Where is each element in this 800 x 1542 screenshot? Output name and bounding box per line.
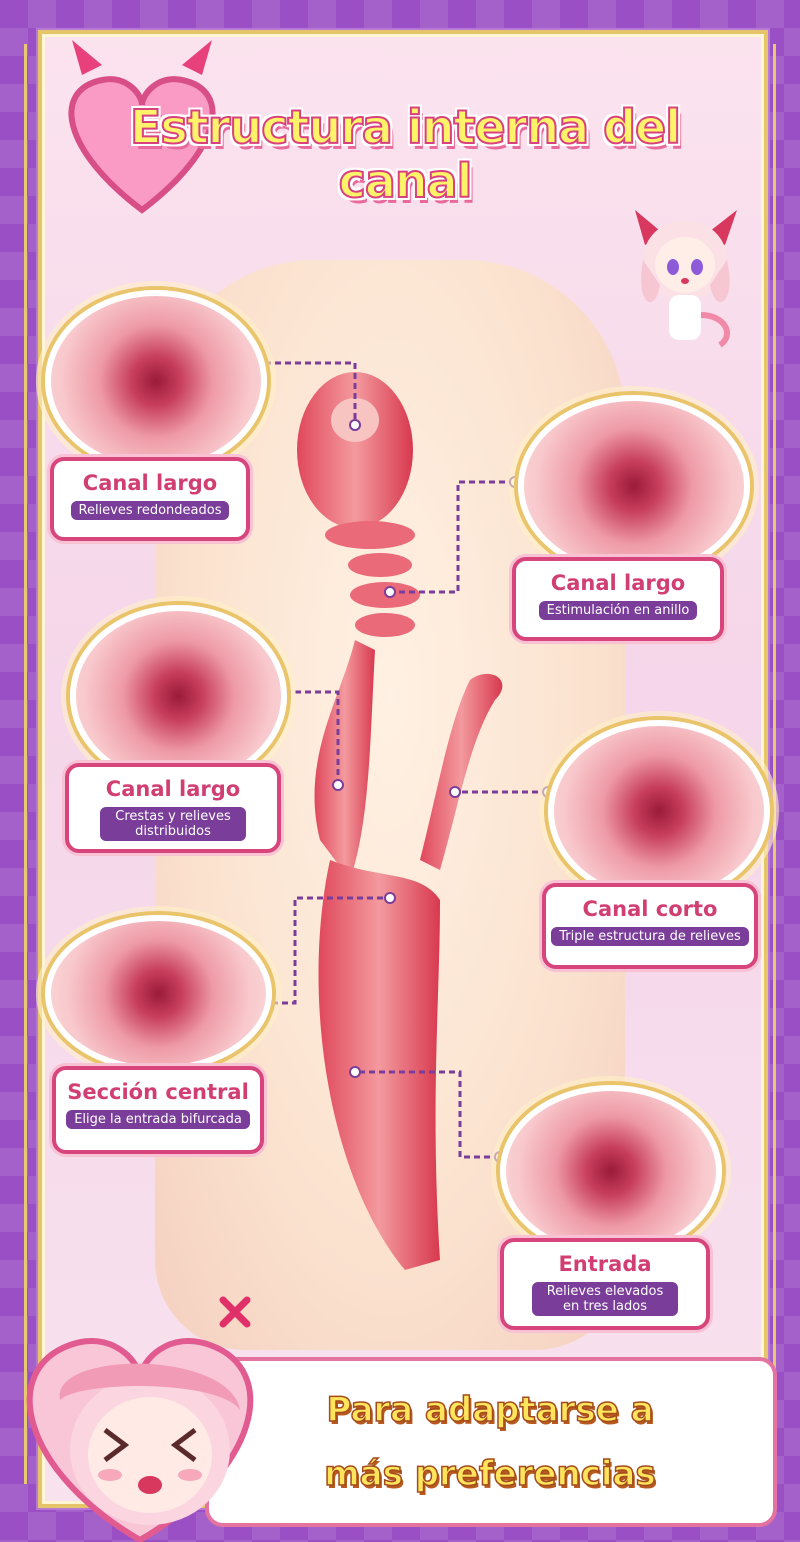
footer-line-1: Para adaptarse a — [326, 1389, 655, 1431]
label-title: Canal largo — [105, 777, 241, 801]
detail-image-canal-corto — [548, 720, 770, 902]
footer-text: Para adaptarse a más preferencias — [240, 1378, 740, 1506]
label-subtitle: Elige la entrada bifurcada — [66, 1110, 250, 1129]
frame-line — [24, 44, 27, 1484]
heart-icon — [68, 40, 216, 214]
label-canal-largo-1: Canal largo Relieves redondeados — [50, 457, 250, 541]
label-canal-largo-2: Canal largo Estimulación en anillo — [512, 557, 724, 641]
label-title: Entrada — [558, 1252, 652, 1276]
footer-box — [205, 1357, 777, 1527]
label-subtitle: Crestas y relieves distribuidos — [100, 807, 246, 841]
label-subtitle: Estimulación en anillo — [538, 601, 698, 620]
close-icon — [219, 1296, 251, 1328]
detail-image-canal-largo-3 — [70, 605, 287, 787]
mascot-heart-icon — [26, 1337, 254, 1542]
label-title: Sección central — [67, 1080, 249, 1104]
label-title: Canal largo — [550, 571, 686, 595]
mascot-icon — [635, 210, 737, 348]
label-seccion-central: Sección central Elige la entrada bifurca… — [52, 1066, 264, 1154]
label-canal-corto: Canal corto Triple estructura de relieve… — [542, 883, 758, 969]
label-title: Canal largo — [82, 471, 218, 495]
detail-image-canal-largo-1 — [45, 290, 267, 472]
label-subtitle: Relieves redondeados — [70, 501, 230, 520]
frame-line — [773, 44, 776, 1484]
footer-line-2: más preferencias — [324, 1453, 657, 1495]
label-canal-largo-3: Canal largo Crestas y relieves distribui… — [65, 763, 281, 853]
label-title: Canal corto — [582, 897, 718, 921]
label-entrada: Entrada Relieves elevados en tres lados — [500, 1238, 710, 1330]
page-title: Estructura interna del canal — [129, 99, 682, 209]
label-subtitle: Relieves elevados en tres lados — [532, 1282, 678, 1316]
detail-image-entrada — [500, 1085, 722, 1257]
detail-image-canal-largo-2 — [518, 395, 750, 577]
label-subtitle: Triple estructura de relieves — [551, 927, 749, 946]
detail-image-seccion-central — [45, 915, 272, 1072]
